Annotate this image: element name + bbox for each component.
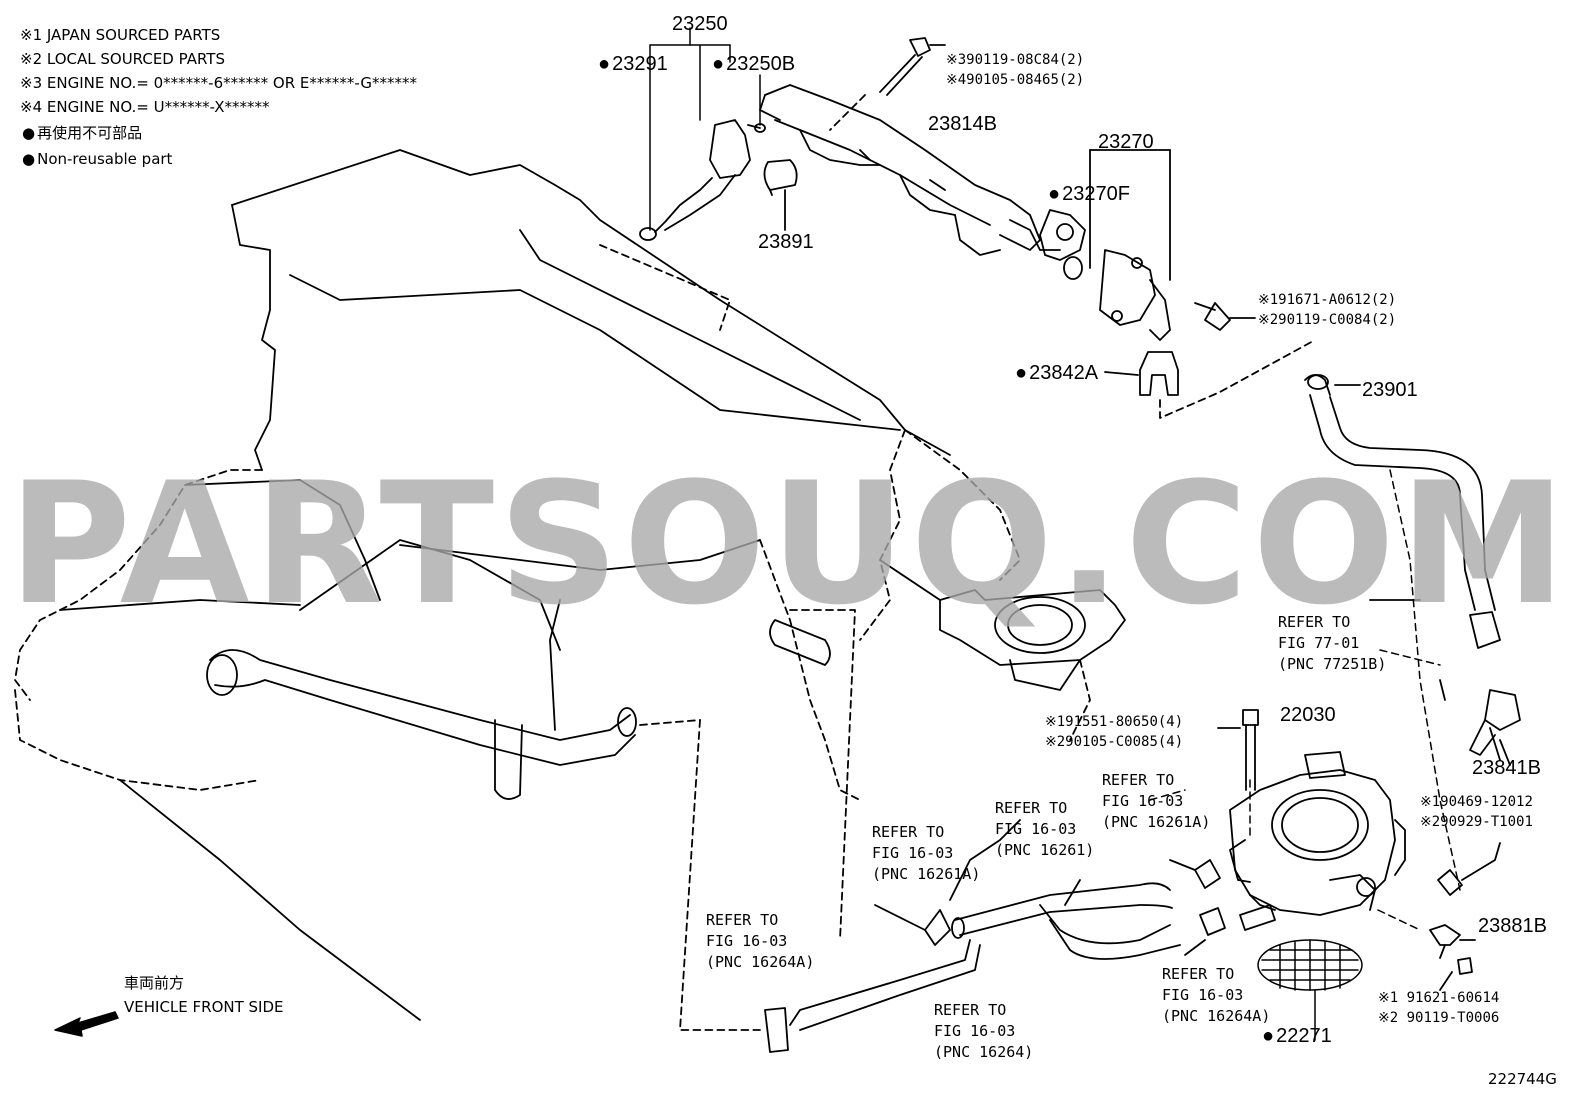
legend-nonreusable-en: Non-reusable part: [22, 150, 173, 168]
ref-fig-77-01[interactable]: REFER TO FIG 77-01 (PNC 77251B): [1278, 613, 1387, 673]
code-screw[interactable]: ※1 91621-60614 ※2 90119-T0006: [1378, 990, 1500, 1026]
part-23250B-label: 23250B: [726, 53, 796, 75]
bullet-icon: [22, 150, 37, 168]
part-22030[interactable]: 22030: [1280, 704, 1336, 726]
bolt-fuel-rail: [829, 37, 946, 131]
water-pipe: [206, 649, 701, 800]
legend-note-4: ※4 ENGINE NO.= U******-X******: [20, 98, 270, 116]
vehicle-front-arrow: [54, 1011, 119, 1037]
nonreusable-icon: [1262, 1025, 1276, 1047]
throttle-body: [1229, 751, 1406, 931]
insulator: [763, 159, 798, 231]
code-bolt-fuel-rail[interactable]: ※390119-08C84(2) ※490105-08465(2): [946, 52, 1085, 88]
legend-note-2: ※2 LOCAL SOURCED PARTS: [20, 50, 225, 68]
part-23842A-label: 23842A: [1029, 362, 1099, 384]
bolt-fitting: [1194, 302, 1256, 331]
part-23881B[interactable]: 23881B: [1478, 915, 1547, 937]
part-23250[interactable]: 23250: [672, 13, 728, 35]
legend-note-1: ※1 JAPAN SOURCED PARTS: [20, 26, 221, 44]
ref-pnc-16261A-right[interactable]: REFER TO FIG 16-03 (PNC 16261A): [1102, 771, 1211, 831]
bolt-throttle: [1217, 709, 1259, 791]
nonreusable-icon: [598, 53, 612, 75]
engine-outline: [14, 149, 1021, 1021]
part-23841B[interactable]: 23841B: [1472, 757, 1541, 779]
bypass-stub: [679, 609, 856, 1031]
fuel-hose: [1304, 374, 1501, 649]
part-22271[interactable]: 22271: [1262, 1025, 1332, 1047]
bracket-23841B: [1439, 679, 1521, 766]
gasket: [1257, 939, 1363, 1041]
part-23842A[interactable]: 23842A: [1015, 362, 1099, 384]
legend-note-3: ※3 ENGINE NO.= 0******-6****** OR E*****…: [20, 74, 417, 92]
part-23270F[interactable]: 23270F: [1048, 183, 1130, 205]
nonreusable-icon: [1048, 183, 1062, 205]
direction-en: VEHICLE FRONT SIDE: [124, 998, 284, 1016]
ref-pnc-16264[interactable]: REFER TO FIG 16-03 (PNC 16264): [934, 1001, 1034, 1061]
code-clip[interactable]: ※190469-12012 ※290929-T1001: [1420, 794, 1533, 830]
fuel-injector: [639, 119, 766, 241]
dashed-guides: [1149, 469, 1461, 931]
bullet-icon: [22, 124, 37, 142]
part-23901[interactable]: 23901: [1362, 379, 1418, 401]
part-23291[interactable]: 23291: [598, 53, 668, 75]
nonreusable-jp-text: 再使用不可部品: [37, 124, 143, 142]
ref-pnc-16261A-left[interactable]: REFER TO FIG 16-03 (PNC 16261A): [872, 823, 981, 883]
nonreusable-icon: [712, 53, 726, 75]
coolant-hoses: [764, 599, 1421, 1053]
ref-pnc-16261[interactable]: REFER TO FIG 16-03 (PNC 16261): [995, 799, 1095, 859]
clip-23881B: [1429, 842, 1501, 991]
direction-jp: 車両前方: [124, 974, 185, 992]
figure-id: 222744G: [1488, 1070, 1557, 1088]
part-23814B[interactable]: 23814B: [928, 113, 997, 135]
nonreusable-icon: [1015, 362, 1029, 384]
fuel-fitting: [1063, 149, 1171, 341]
part-22271-label: 22271: [1276, 1025, 1332, 1047]
ref-pnc-16264A-left[interactable]: REFER TO FIG 16-03 (PNC 16264A): [706, 911, 815, 971]
part-23270[interactable]: 23270: [1098, 131, 1154, 153]
part-23891[interactable]: 23891: [758, 231, 814, 253]
watermark: PARTSOUQ.COM: [8, 446, 1571, 642]
clip-23842A: [1104, 339, 1316, 419]
code-bolt-throttle[interactable]: ※191551-80650(4) ※290105-C0085(4): [1045, 714, 1184, 750]
code-bolt-fitting[interactable]: ※191671-A0612(2) ※290119-C0084(2): [1258, 292, 1397, 328]
ref-pnc-16264A-right[interactable]: REFER TO FIG 16-03 (PNC 16264A): [1162, 965, 1271, 1025]
leaders-23250: [649, 27, 761, 231]
part-23270F-label: 23270F: [1062, 183, 1130, 205]
fuel-rail: [759, 84, 1086, 261]
intake-flange: [939, 589, 1126, 741]
part-23291-label: 23291: [612, 53, 668, 75]
nonreusable-en-text: Non-reusable part: [37, 150, 173, 168]
legend-nonreusable-jp: 再使用不可部品: [22, 124, 143, 142]
part-23250B[interactable]: 23250B: [712, 53, 796, 75]
